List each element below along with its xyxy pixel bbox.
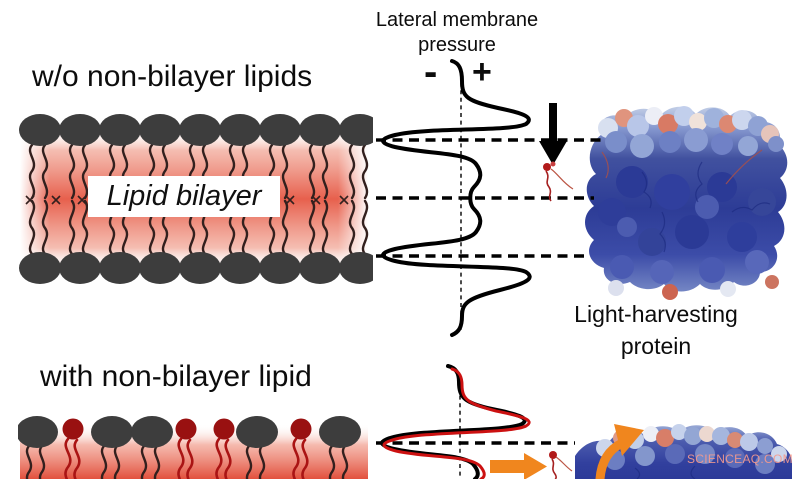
pressure-curve bbox=[381, 59, 532, 337]
protein-stick-details bbox=[601, 149, 771, 253]
bottom-panel-gray-heads bbox=[18, 416, 361, 448]
watermark: SCIENCEAQ.COM bbox=[687, 452, 792, 466]
curved-arrow-icon bbox=[595, 424, 644, 479]
lipid-bilayer-label: Lipid bilayer bbox=[88, 176, 280, 217]
pressure-curve-modified bbox=[382, 367, 531, 479]
pressure-axis-title: Lateral membrane pressure bbox=[375, 9, 539, 56]
down-arrow-icon bbox=[539, 103, 567, 165]
top-pressure-plot bbox=[376, 59, 606, 337]
bottom-leaflet-heads bbox=[19, 252, 373, 284]
nonbilayer-lipid-icon bbox=[543, 161, 574, 202]
pressure-plus-label: + bbox=[472, 53, 492, 91]
right-arrow-icon bbox=[490, 453, 547, 479]
protein-stick-details bbox=[634, 465, 696, 479]
tail-contact-marks bbox=[25, 195, 349, 205]
bottom-pressure-plot bbox=[376, 364, 644, 479]
top-bilayer-graphic bbox=[19, 114, 373, 284]
top-panel-title: w/o non-bilayer lipids bbox=[32, 60, 313, 93]
bottom-panel-nonbilayer-heads bbox=[62, 418, 312, 440]
pressure-minus-label: - bbox=[424, 50, 438, 94]
top-protein-image bbox=[572, 92, 792, 302]
bottom-bilayer-graphic bbox=[18, 416, 368, 479]
protein-surface-bumps bbox=[598, 106, 784, 300]
top-leaflet-heads bbox=[19, 114, 373, 146]
light-harvesting-protein-label: Light-harvesting protein bbox=[574, 301, 738, 360]
bottom-panel-title: with non-bilayer lipid bbox=[40, 360, 312, 393]
nonbilayer-lipid-icon bbox=[549, 451, 573, 479]
membrane-level-dashed-lines bbox=[376, 138, 606, 258]
